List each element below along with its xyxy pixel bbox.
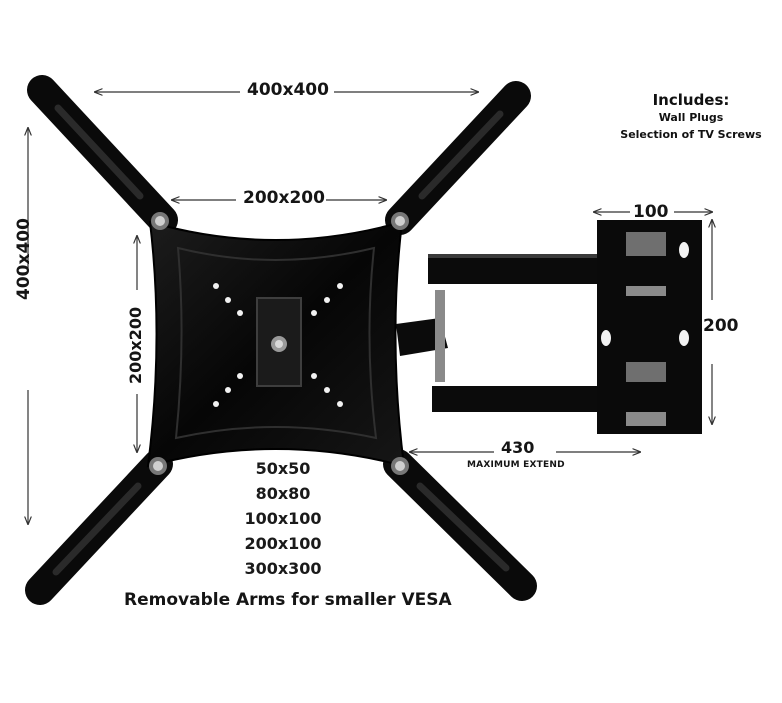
vesa-size: 100x100 [244, 509, 322, 528]
tilt-bracket [256, 297, 302, 387]
mounting-arm-top-right [385, 81, 531, 235]
outer-height-label: 400x400 [14, 218, 34, 300]
vesa-size: 200x100 [244, 534, 322, 553]
dimension-arrows [28, 92, 712, 524]
inner-width-label: 200x200 [243, 188, 325, 208]
vesa-holes [213, 283, 343, 407]
includes-item: Wall Plugs [658, 111, 724, 124]
includes-item: Selection of TV Screws [620, 128, 762, 141]
outer-width-label: 400x400 [247, 80, 329, 100]
max-extend-value: 430 [501, 438, 535, 457]
vesa-size: 50x50 [255, 459, 311, 478]
mounting-arm-bottom-right [383, 449, 537, 601]
wall-plate-width-label: 100 [633, 202, 669, 222]
max-extend-label: MAXIMUM EXTEND [467, 460, 565, 470]
includes-heading: Includes: [652, 91, 730, 109]
bolt-icon [149, 212, 409, 475]
mounting-arm-bottom-left [25, 449, 173, 605]
vesa-size: 300x300 [244, 559, 322, 578]
includes-box: Includes: Wall Plugs Selection of TV Scr… [610, 91, 772, 143]
wall-plate [597, 220, 702, 434]
removable-arms-note: Removable Arms for smaller VESA [124, 590, 452, 610]
mounting-arm-top-left [27, 75, 178, 235]
wall-plate-height-label: 200 [703, 316, 739, 336]
inner-height-label: 200x200 [126, 306, 145, 384]
vesa-size-list: 50x50 80x80 100x100 200x100 300x300 [228, 456, 338, 581]
vesa-size: 80x80 [255, 484, 311, 503]
